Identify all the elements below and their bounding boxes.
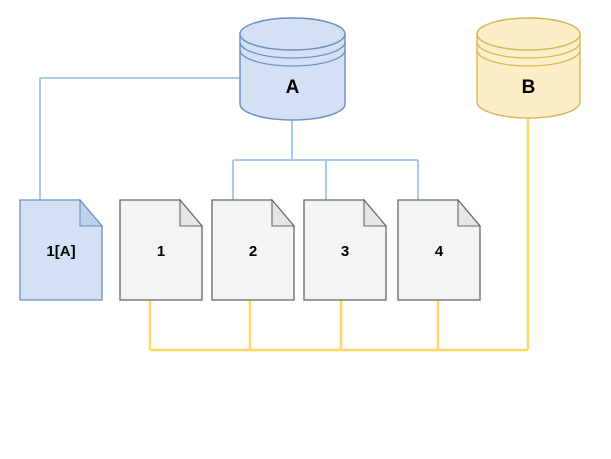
cylinder-a-ring-1 [239, 41, 346, 59]
yellow-connector-group [148, 118, 530, 352]
node-doc-1[interactable]: 1 [119, 198, 204, 301]
cylinder-b-label: B [522, 77, 536, 98]
node-cylinder-b[interactable]: B [476, 17, 581, 119]
doc-3-fold-corner [363, 198, 388, 227]
doc-2-label: 2 [249, 243, 257, 260]
cylinder-b-ring-2 [476, 49, 581, 67]
node-doc-4[interactable]: 4 [397, 198, 482, 301]
doc-3-label: 3 [341, 243, 349, 260]
cylinder-a-ring-2 [239, 49, 346, 67]
cylinder-b-ring-1 [476, 41, 581, 59]
cylinder-a-top [239, 17, 346, 51]
cylinder-b-top [476, 17, 581, 51]
doc-1-fold-corner [179, 198, 204, 227]
cylinder-a-label: A [286, 77, 300, 98]
doc-1-label: 1 [157, 243, 165, 260]
doc-1a-label: 1[A] [46, 243, 75, 260]
doc-2-fold-corner [271, 198, 296, 227]
node-doc-1a[interactable]: 1[A] [19, 198, 104, 301]
node-cylinder-a[interactable]: A [239, 17, 346, 121]
node-doc-2[interactable]: 2 [211, 198, 296, 301]
node-doc-3[interactable]: 3 [303, 198, 388, 301]
doc-1a-fold-corner [79, 198, 104, 227]
blue-connector-group [39, 77, 419, 200]
doc-4-fold-corner [457, 198, 482, 227]
doc-4-label: 4 [435, 243, 444, 260]
edge-a-to-doc1a[interactable] [39, 77, 240, 200]
cylinder-b-body [476, 33, 581, 119]
